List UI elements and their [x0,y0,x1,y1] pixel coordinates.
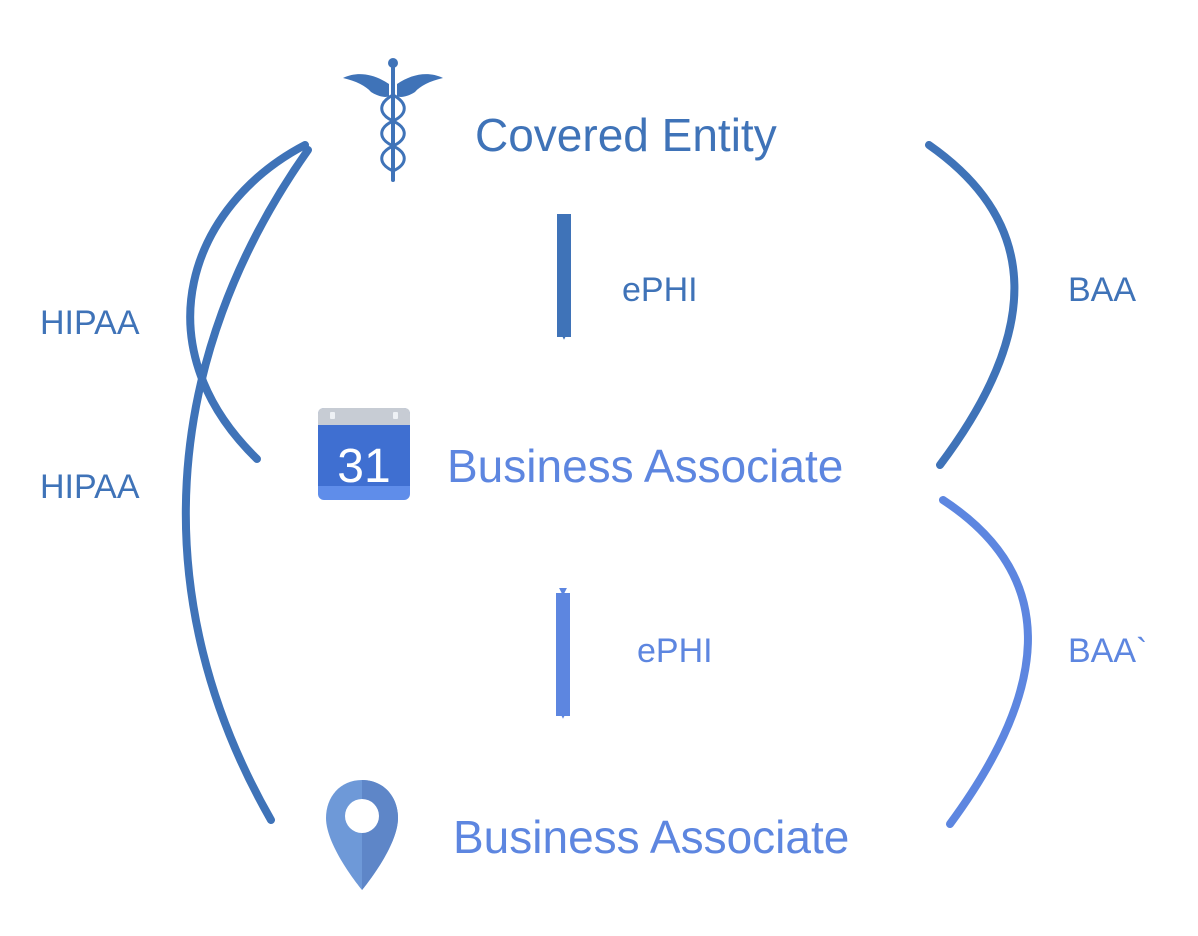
baa-prime-label: BAA` [1068,632,1148,670]
calendar-icon: 31 [318,408,410,500]
hipaa-top-label: HIPAA [40,304,140,342]
ephi-top-label: ePHI [622,271,698,309]
covered-entity-label: Covered Entity [475,109,777,161]
caduceus-icon [343,58,443,182]
baa-arrow [925,141,1019,469]
business-associate-map-label: Business Associate [453,811,850,863]
hipaa-bottom-label: HIPAA [40,468,140,506]
hipaa-to-map-associate-arrow [181,146,312,824]
map-pin-icon [326,780,398,890]
baa-prime-arrow [939,496,1032,828]
calendar-date-number: 31 [337,440,390,493]
business-associate-calendar-label: Business Associate [447,440,844,492]
hipaa-to-calendar-associate-arrow [186,141,309,463]
ephi-bottom-label: ePHI [637,632,713,670]
baa-label: BAA [1068,271,1137,309]
